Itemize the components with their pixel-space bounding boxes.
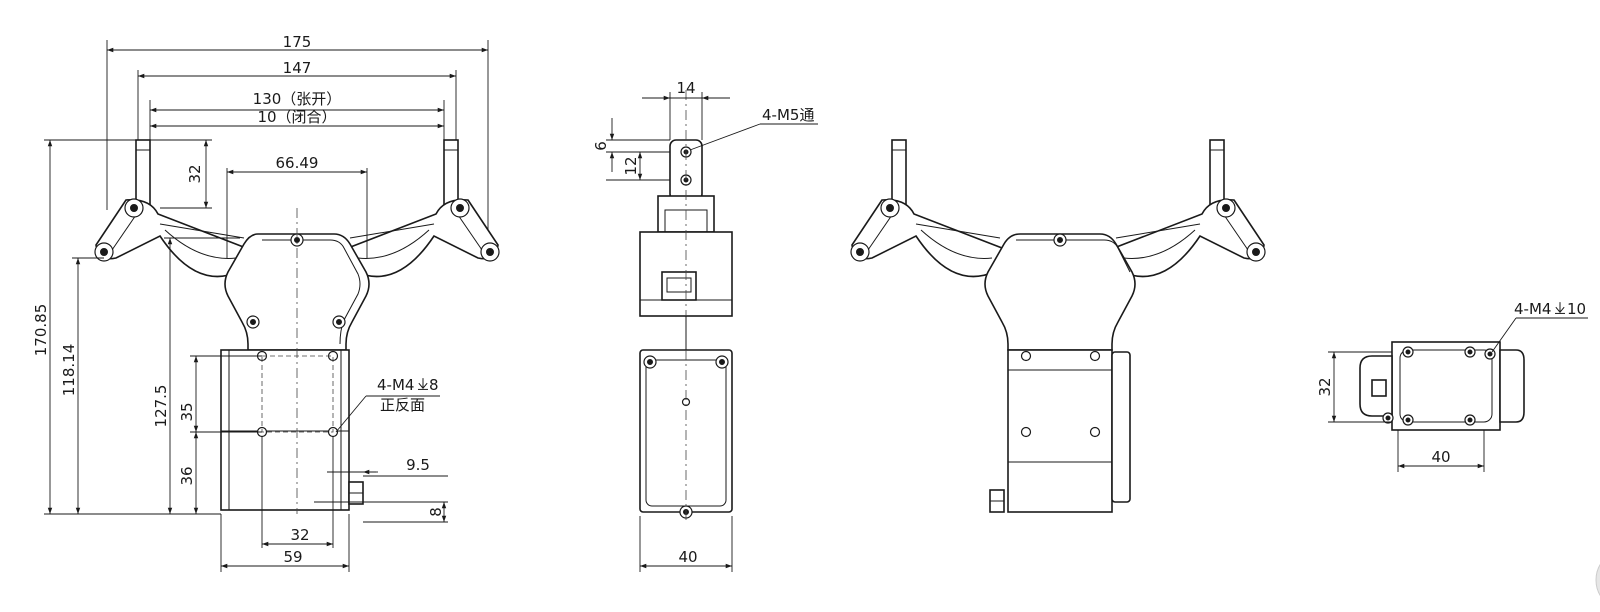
dim-9-5: 9.5	[406, 456, 430, 474]
dim-118-14: 118.14	[60, 344, 78, 397]
dim-66-49: 66.49	[276, 154, 319, 172]
pivot-joints	[94, 198, 500, 329]
dim-36: 36	[178, 466, 196, 485]
dim-35: 35	[178, 402, 196, 421]
dim-32-finger: 32	[186, 164, 204, 183]
dim-10-closed: 10（闭合）	[257, 108, 336, 126]
dim-8: 8	[427, 507, 445, 517]
dim-40-side: 40	[678, 548, 697, 566]
hole-note-depth: 8	[429, 376, 439, 394]
dim-32-bottom: 32	[290, 526, 309, 544]
front-view: 175 147 130（张开） 10（闭合） 66.49 32 170.85 1…	[32, 33, 500, 572]
side-view: 14 6 12 4-M5通 40	[592, 79, 818, 572]
hole-note-m5: 4-M5通	[762, 106, 814, 124]
dim-12: 12	[622, 156, 640, 175]
dim-32-bottom-view: 32	[1316, 377, 1334, 396]
hole-note-both-sides: 正反面	[380, 396, 425, 414]
dim-147: 147	[283, 59, 312, 77]
dim-59: 59	[283, 548, 302, 566]
dim-14: 14	[676, 79, 695, 97]
right-arm-outer	[346, 198, 499, 278]
hole-note-depth-10: 10	[1567, 300, 1586, 318]
bottom-view: 32 40 4-M4 10	[1316, 300, 1588, 472]
dim-40-bottom-view: 40	[1431, 448, 1450, 466]
motor-body	[220, 349, 350, 511]
dim-170-85: 170.85	[32, 304, 50, 357]
rear-view	[850, 139, 1266, 513]
hole-note-m4: 4-M4	[377, 376, 414, 394]
dim-175: 175	[283, 33, 312, 51]
dim-127-5: 127.5	[152, 385, 170, 428]
corner-widget[interactable]	[1595, 550, 1600, 610]
depth-symbol-icon	[418, 378, 428, 390]
depth-symbol-icon-2	[1555, 302, 1565, 314]
hole-note-m4-10: 4-M4	[1514, 300, 1551, 318]
dim-130-open: 130（张开）	[253, 90, 342, 108]
dim-6: 6	[592, 141, 610, 151]
